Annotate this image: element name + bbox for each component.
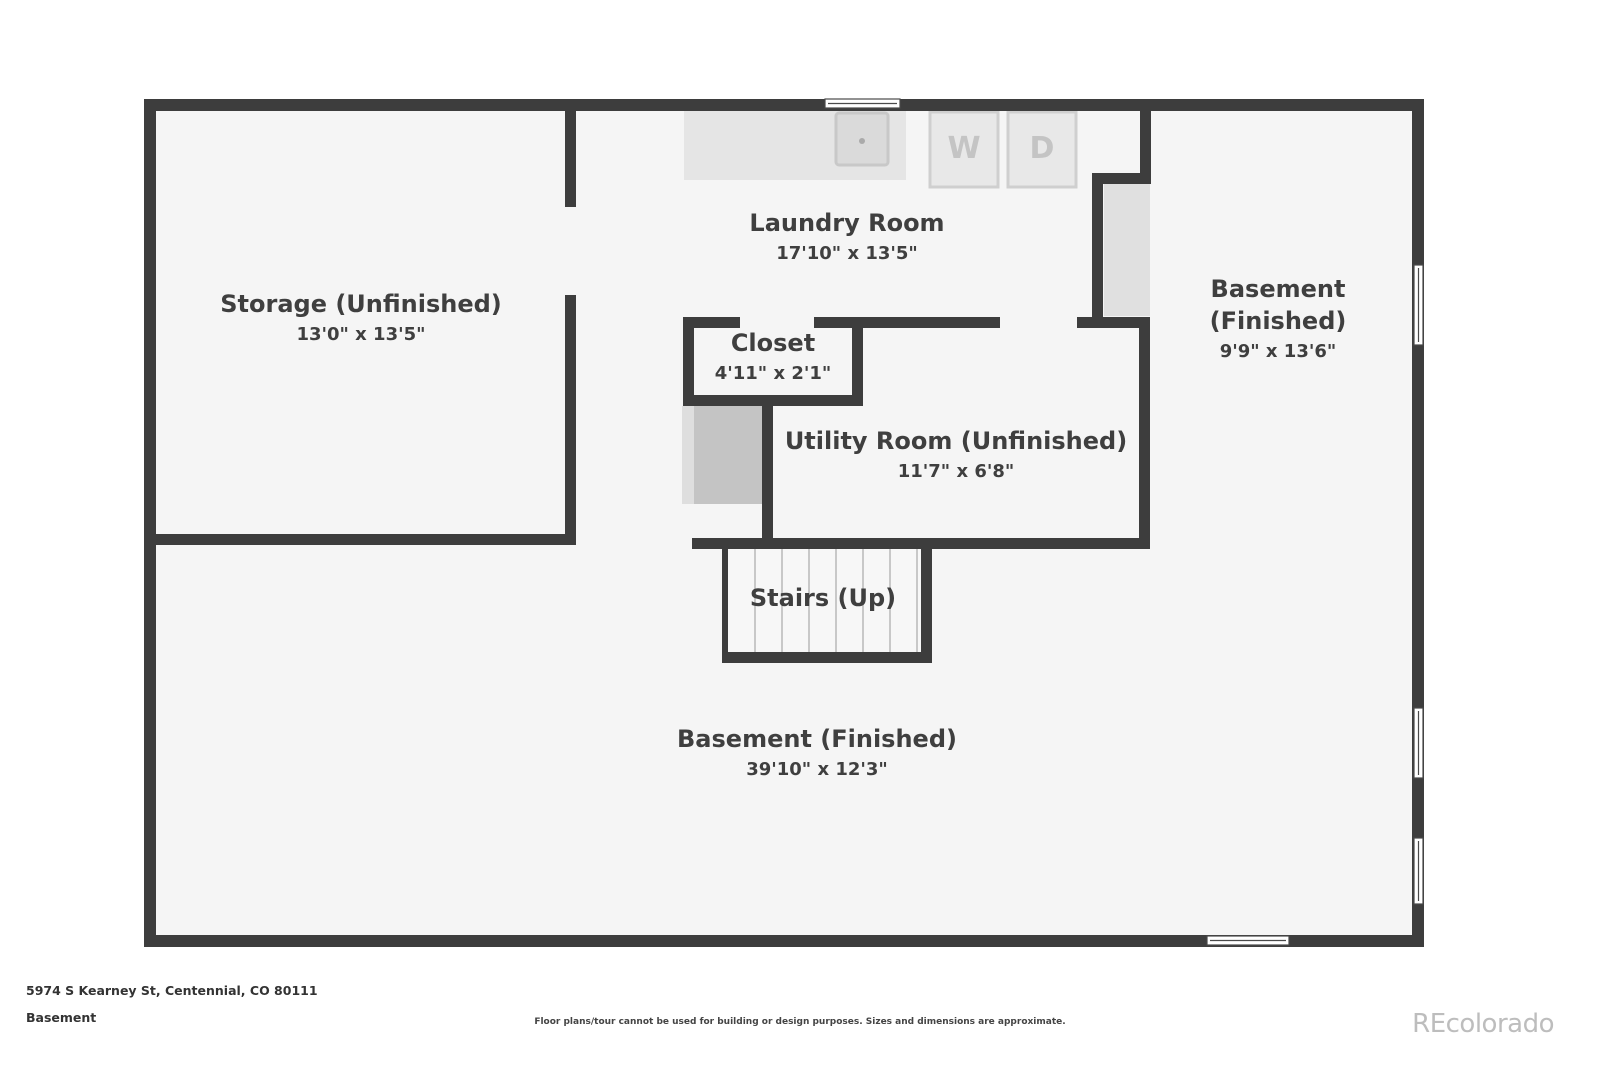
room-dims-basement-right: 9'9" x 13'6"	[1220, 341, 1337, 362]
washer-icon: W	[928, 110, 1000, 189]
room-dims-basement-main: 39'10" x 12'3"	[746, 759, 888, 780]
room-name-closet: Closet	[731, 329, 815, 357]
room-dims-laundry: 17'10" x 13'5"	[776, 243, 918, 264]
room-name-laundry: Laundry Room	[749, 209, 944, 237]
floor-area	[150, 105, 1420, 941]
room-name-basement-right-line2: (Finished)	[1210, 307, 1347, 335]
room-name-storage: Storage (Unfinished)	[220, 290, 502, 318]
washer-label: W	[947, 131, 980, 166]
utility-fixture	[682, 406, 764, 504]
dryer-label: D	[1030, 131, 1055, 166]
footer-address: 5974 S Kearney St, Centennial, CO 80111	[26, 983, 318, 998]
room-dims-utility: 11'7" x 6'8"	[898, 461, 1015, 482]
shelf	[1104, 184, 1150, 316]
room-dims-closet: 4'11" x 2'1"	[715, 363, 832, 384]
windows	[824, 98, 1424, 946]
room-name-utility: Utility Room (Unfinished)	[785, 427, 1127, 455]
brand-logo: REcolorado	[1412, 1009, 1554, 1039]
footer-level: Basement	[26, 1010, 97, 1025]
stairs	[728, 548, 924, 654]
room-dims-storage: 13'0" x 13'5"	[296, 324, 425, 345]
room-name-stairs: Stairs (Up)	[750, 584, 896, 612]
utility-fixture-edge	[682, 406, 694, 504]
sink-drain	[859, 138, 865, 144]
footer-disclaimer: Floor plans/tour cannot be used for buil…	[534, 1017, 1066, 1027]
room-name-basement-main: Basement (Finished)	[677, 725, 957, 753]
room-name-basement-right-line1: Basement	[1211, 275, 1346, 303]
door-openings	[567, 207, 1077, 326]
dryer-icon: D	[1006, 110, 1078, 189]
